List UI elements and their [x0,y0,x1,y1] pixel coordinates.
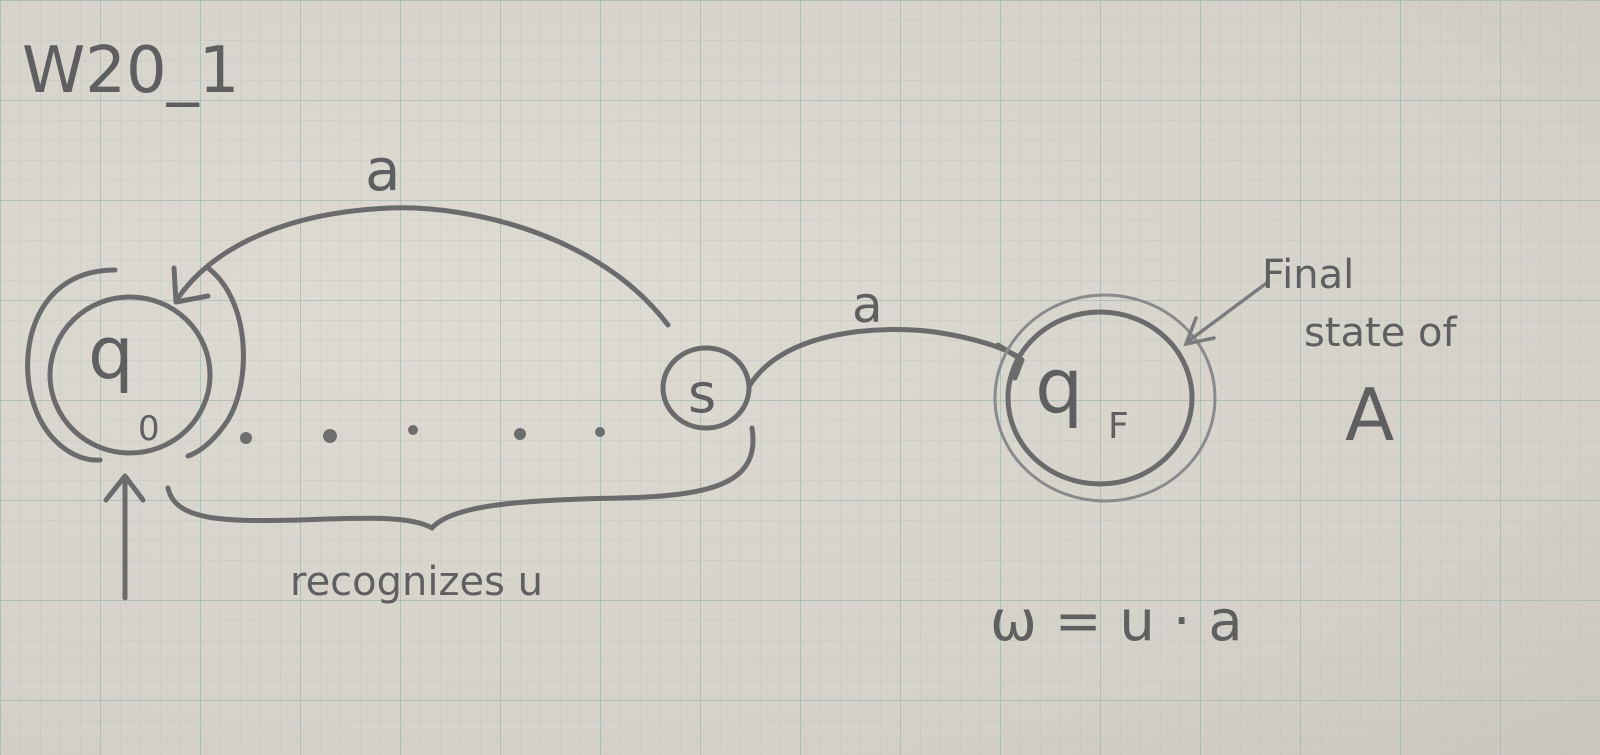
path-dot [323,429,337,443]
transition-label-s-qF: a [852,276,883,334]
start-arrow [103,473,146,601]
transition-arrowhead-s-q0 [171,265,211,305]
initial-state-outer-ring-right [185,265,246,459]
middle-state-circle [660,345,752,431]
final-note-arrow [1183,280,1270,347]
transition-s-to-q0: a [171,136,671,328]
middle-state-s: s [660,345,752,431]
initial-state-inner-circle [47,294,213,456]
path-dot [514,428,526,440]
automaton-name: A [1345,373,1394,457]
transition-s-to-qF: a [747,276,1025,388]
transition-arc-s-qF [747,327,1023,388]
final-note-arrow-head [1183,316,1216,347]
initial-state-outer-ring [25,267,118,463]
recognizes-brace [165,425,756,531]
final-state-label: q [1035,341,1083,430]
initial-state-q0: q 0 [25,265,246,463]
final-state-outer-ring [993,293,1217,503]
initial-state-subscript: 0 [138,409,160,449]
final-state-subscript: F [1108,406,1129,447]
transition-label-s-q0: a [365,136,401,204]
final-note-arrow-shaft [1188,280,1270,342]
brace-label: recognizes u [290,559,543,605]
initial-state-label: q [88,311,134,395]
final-note-line1: Final [1262,252,1354,298]
path-dot [408,425,418,435]
path-dots [240,425,605,444]
path-dot [595,427,605,437]
middle-state-label: s [688,362,716,425]
path-dot [240,432,252,444]
transition-arc-s-q0 [175,205,671,328]
final-state-qF: q F [993,293,1217,503]
page-heading: W20_1 [22,34,239,108]
brace-curve [165,425,756,531]
final-note-line2: state of [1304,310,1458,356]
start-arrow-head [103,473,146,503]
equation: ω = u · a [990,589,1243,654]
final-state-inner-circle [1005,309,1195,487]
